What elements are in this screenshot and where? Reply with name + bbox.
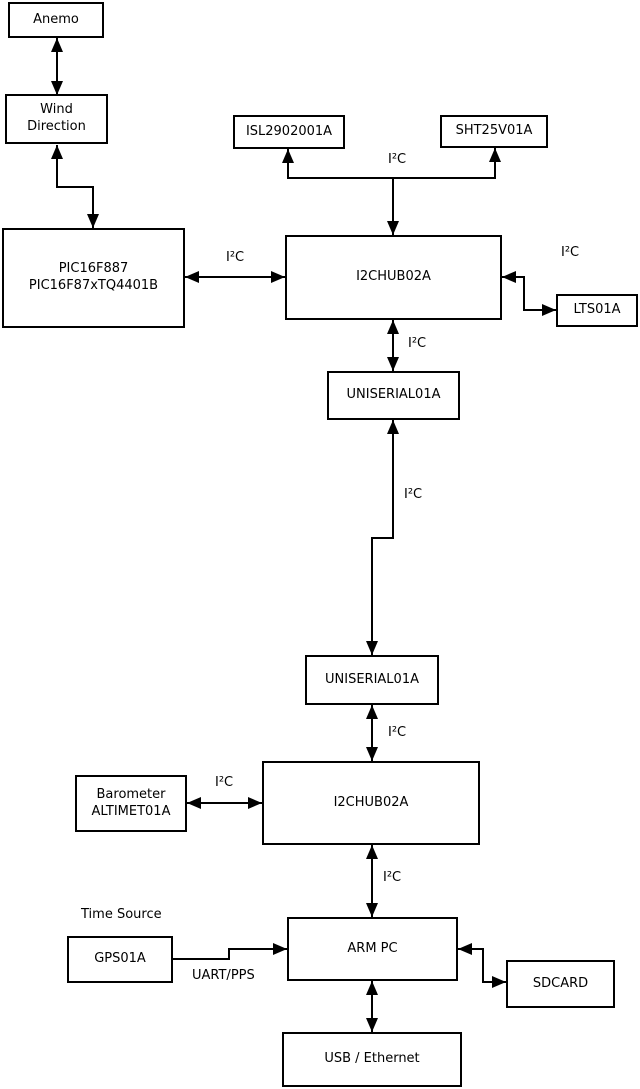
label-uart-pps: UART/PPS: [192, 968, 255, 983]
node-arm-pc: ARM PC: [287, 917, 458, 981]
node-anemo: Anemo: [8, 2, 104, 38]
node-wind-direction: Wind Direction: [5, 94, 108, 144]
label-i2c-hub1-sensors: I²C: [388, 152, 407, 167]
node-uniserial01a-2: UNISERIAL01A: [305, 655, 439, 705]
label-i2c-hub2-armpc: I²C: [383, 870, 402, 885]
label-i2c-barometer-hub2: I²C: [215, 775, 234, 790]
node-usb-ethernet: USB / Ethernet: [282, 1032, 462, 1087]
label-i2c-uniserial2-hub2: I²C: [388, 725, 407, 740]
edge-winddirection-pic: [51, 145, 99, 228]
label-i2c-hub1-lts: I²C: [561, 245, 580, 260]
edge-i2chub1-lts: [502, 271, 556, 316]
node-uniserial01a-1: UNISERIAL01A: [327, 371, 460, 420]
node-gps01a: GPS01A: [67, 936, 173, 983]
label-i2c-uniserial1-uniserial2: I²C: [404, 487, 423, 502]
node-i2chub02a-2: I2CHUB02A: [262, 761, 480, 845]
node-sht25v01a: SHT25V01A: [440, 115, 548, 148]
edge-gps-armpc: [173, 943, 287, 960]
edge-armpc-sdcard: [458, 943, 506, 988]
label-i2c-pic-hub1: I²C: [226, 250, 245, 265]
label-i2c-hub1-uniserial1: I²C: [408, 336, 427, 351]
node-barometer-altimet01a: Barometer ALTIMET01A: [75, 775, 187, 832]
label-time-source: Time Source: [81, 907, 162, 922]
node-isl2902001a: ISL2902001A: [233, 115, 345, 149]
node-pic: PIC16F887 PIC16F87xTQ4401B: [2, 228, 185, 328]
edge-uniserial1-uniserial2: [366, 420, 399, 655]
node-lts01a: LTS01A: [556, 294, 638, 327]
node-i2chub02a-1: I2CHUB02A: [285, 235, 502, 320]
node-sdcard: SDCARD: [506, 960, 615, 1008]
edge-i2chub1-isl-sht-branch: [282, 148, 501, 179]
